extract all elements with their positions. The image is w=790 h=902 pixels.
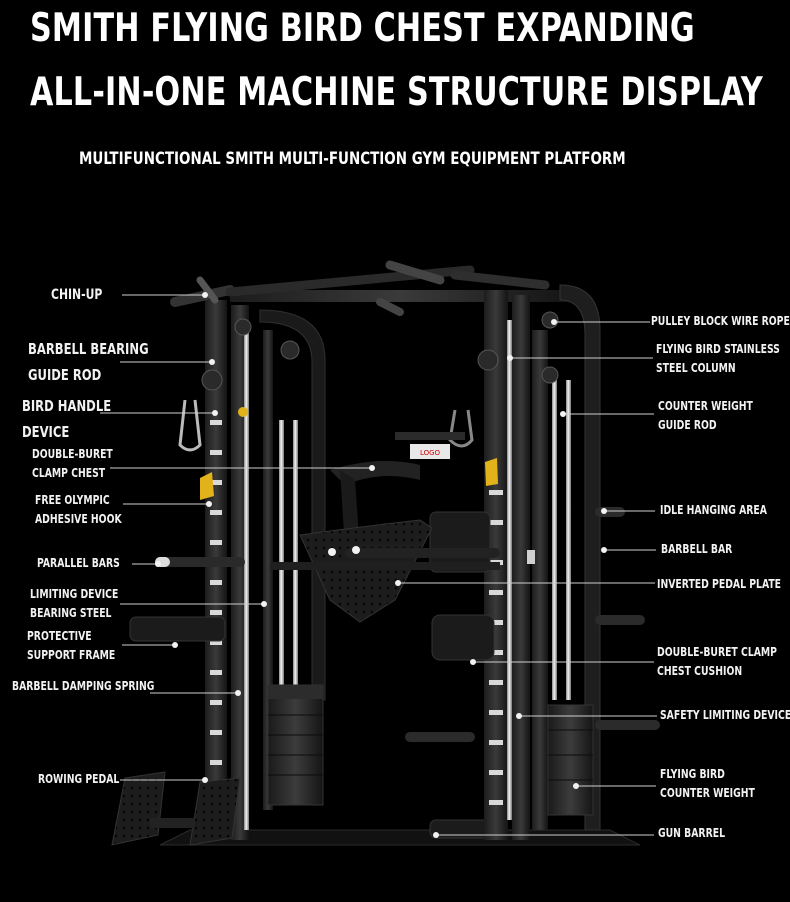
label-safety-limiting-device: SAFETY LIMITING DEVICE: [660, 708, 790, 722]
label-inverted-pedal-plate: INVERTED PEDAL PLATE: [657, 577, 782, 591]
subtitle: MULTIFUNCTIONAL SMITH MULTI-FUNCTION GYM…: [79, 149, 626, 169]
left-leader-lines: [100, 292, 375, 783]
label-pulley-block-wire-rope: PULLEY BLOCK WIRE ROPE: [651, 314, 790, 328]
label-parallel-bars: PARALLEL BARS: [37, 556, 120, 570]
label-chin-up: CHIN-UP: [51, 287, 103, 303]
title-line-2: ALL-IN-ONE MACHINE STRUCTURE DISPLAY: [30, 70, 763, 115]
label-idle-hanging-area: IDLE HANGING AREA: [660, 503, 767, 517]
label-barbell-bar: BARBELL BAR: [661, 542, 733, 556]
plate-logo-text: LOGO: [420, 449, 441, 457]
title-line-1: SMITH FLYING BIRD CHEST EXPANDING: [30, 6, 695, 51]
label-barbell-damping-spring: BARBELL DAMPING SPRING: [12, 679, 155, 693]
label-rowing-pedal: ROWING PEDAL: [38, 772, 120, 786]
label-gun-barrel: GUN BARREL: [658, 826, 725, 840]
right-leader-lines: [395, 319, 657, 838]
